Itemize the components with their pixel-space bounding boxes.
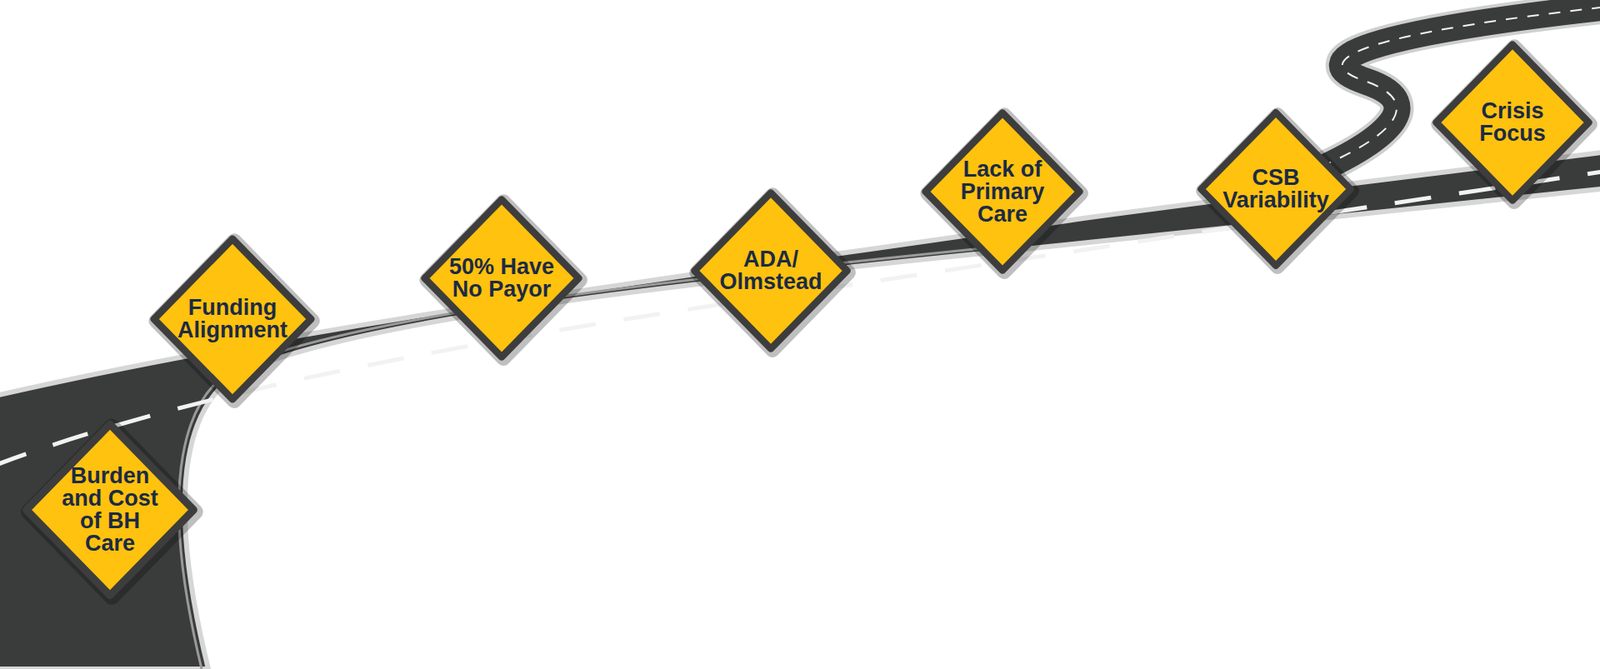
sign-text: 50% Have No Payor (435, 255, 569, 301)
near-road (0, 151, 1600, 669)
sign-text: ADA/ Olmstead (708, 248, 834, 294)
sign-face (154, 239, 311, 400)
sign-face (26, 424, 195, 595)
road-sign-diamond: 50% Have No Payor (414, 190, 590, 366)
sign-text: Funding Alignment (170, 296, 295, 342)
sign-face (1200, 112, 1351, 266)
sign-text: Burden and Cost of BH Care (60, 465, 160, 555)
sign-face (425, 200, 580, 358)
sign-face (694, 192, 847, 349)
sign-text: Lack of Primary Care (955, 158, 1050, 226)
road-sign-diamond: ADA/ Olmstead (684, 184, 858, 358)
sign-text: Crisis Focus (1470, 100, 1555, 145)
road-sign-diamond: Burden and Cost of BH Care (15, 415, 205, 605)
sign-face (1435, 44, 1589, 200)
road-sign-diamond: CSB Variability (1190, 104, 1361, 275)
road-sign-diamond: Lack of Primary Care (915, 104, 1090, 280)
center-line (0, 170, 1600, 467)
road-sign-diamond: Funding Alignment (143, 230, 322, 409)
road-sign-diamond: Crisis Focus (1425, 35, 1600, 210)
sign-text: CSB Variability (1213, 166, 1339, 212)
sign-face (925, 113, 1080, 271)
